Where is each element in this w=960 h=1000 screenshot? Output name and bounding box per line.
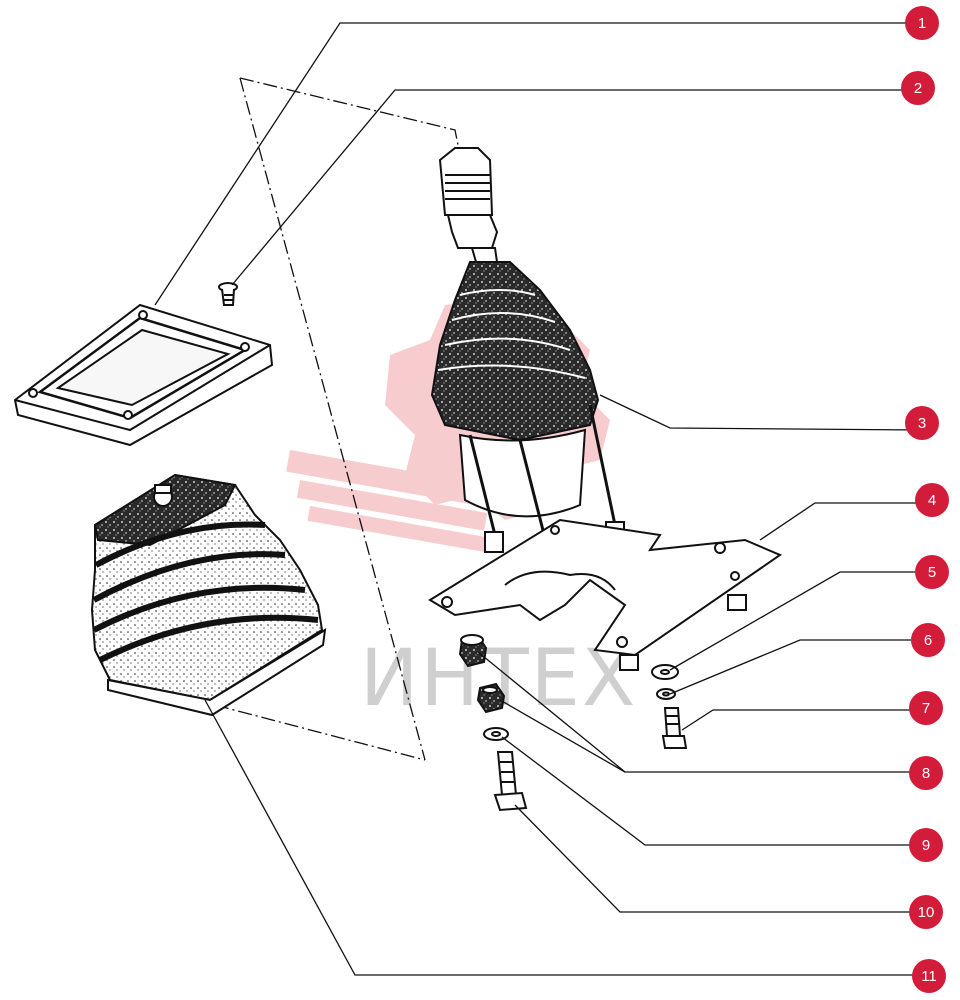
mounting-bracket	[428, 518, 783, 671]
leader-11	[204, 699, 929, 976]
callout-11: 11	[912, 959, 946, 993]
leader-lines	[154, 22, 932, 976]
bracket-bolt-7	[661, 707, 688, 749]
leader-5	[669, 571, 932, 671]
callout-number: 4	[928, 492, 936, 509]
leader-9	[501, 736, 926, 846]
nut-8	[458, 634, 506, 714]
callout-4: 4	[915, 483, 949, 517]
callout-number: 10	[918, 904, 935, 921]
callout-badge	[915, 483, 949, 517]
callout-number: 3	[918, 415, 926, 432]
callout-badge	[909, 828, 943, 862]
callout-badge	[912, 959, 946, 993]
callout-number: 6	[924, 632, 932, 649]
callout-number: 9	[922, 837, 930, 854]
callout-badge	[915, 555, 949, 589]
leader-7	[681, 709, 926, 731]
callout-3: 3	[905, 406, 939, 440]
leader-8b	[499, 699, 626, 773]
callout-number: 11	[921, 968, 937, 985]
leader-10	[514, 804, 926, 913]
cover-screw	[218, 282, 238, 306]
leader-1	[154, 22, 922, 306]
callout-badge	[905, 406, 939, 440]
callout-10: 10	[909, 895, 943, 929]
callout-badge	[905, 6, 939, 40]
callout-number: 8	[922, 765, 930, 782]
callout-8: 8	[909, 756, 943, 790]
bolt-10	[493, 751, 528, 812]
callout-badge	[909, 895, 943, 929]
callout-number: 7	[922, 700, 930, 717]
leader-4	[759, 502, 932, 541]
callout-number: 2	[914, 80, 922, 97]
callout-badge	[911, 623, 945, 657]
cover-plate	[13, 303, 274, 447]
leader-3	[599, 394, 923, 431]
watermark-bar-1	[286, 450, 487, 507]
callout-2: 2	[901, 71, 935, 105]
callout-9: 9	[909, 828, 943, 862]
callout-badge	[909, 691, 943, 725]
lock-washer-6	[656, 688, 676, 700]
callout-number: 1	[918, 15, 926, 32]
joystick-assembly	[430, 147, 625, 567]
watermark-bar-3	[307, 505, 488, 553]
callout-6: 6	[911, 623, 945, 657]
callout-5: 5	[915, 555, 949, 589]
callout-1: 1	[905, 6, 939, 40]
assembly-outline	[214, 77, 459, 761]
callout-7: 7	[909, 691, 943, 725]
callout-badge	[901, 71, 935, 105]
callout-badge	[909, 756, 943, 790]
callout-number: 5	[928, 564, 936, 581]
leader-2	[231, 89, 918, 286]
rubber-boot	[90, 473, 327, 717]
leader-6	[669, 639, 928, 695]
watermark-bar-2	[296, 480, 488, 531]
